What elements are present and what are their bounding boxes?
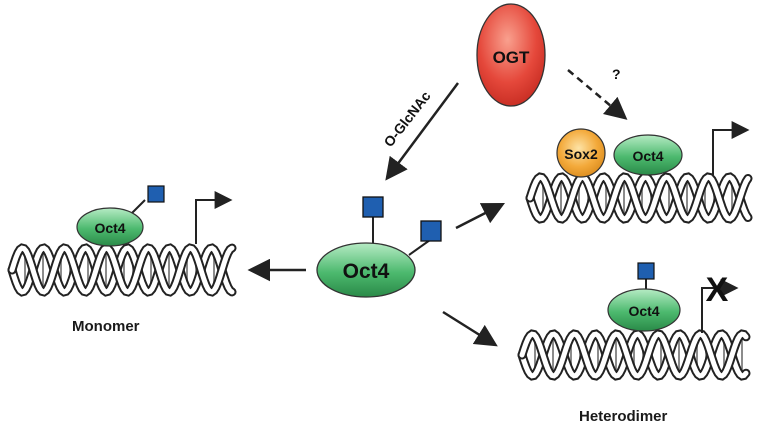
dna-helix-heterodimer [525, 172, 753, 224]
question-mark: ? [612, 66, 621, 82]
ogt-enzyme: OGT [476, 3, 546, 107]
o-glcnac-arrow [385, 82, 460, 181]
sox2-partner: Sox2 [556, 128, 606, 178]
tss-arrow-heterodimer [712, 121, 750, 175]
o-glcnac-label: O-GlcNAc [380, 88, 433, 150]
tss-arrow-blocked [701, 279, 739, 333]
dna-strand-a [9, 245, 235, 295]
o-glcnac-square [362, 196, 384, 218]
svg-text:Oct4: Oct4 [632, 148, 663, 164]
tss-arrow-monomer [195, 191, 233, 244]
svg-text:OGT: OGT [493, 48, 530, 67]
arrow-to-blocked [442, 310, 498, 347]
dna-strand-a [527, 174, 751, 222]
svg-text:Oct4: Oct4 [628, 303, 659, 319]
oct4-central: Oct4 [316, 196, 442, 298]
dna-strand-b [9, 245, 235, 295]
svg-text:Sox2: Sox2 [564, 146, 598, 162]
oct4-blocked: Oct4 [607, 262, 681, 332]
svg-text:Oct4: Oct4 [94, 220, 125, 236]
dna-helix-monomer [7, 243, 237, 297]
o-glcnac-square [420, 220, 442, 242]
blocked-x-mark: X [706, 271, 729, 309]
oct4-monomer: Oct4 [76, 185, 165, 247]
dna-helix-blocked [517, 329, 751, 381]
dashed-question-arrow [567, 69, 628, 120]
caption-heterodimer: Heterodimer [579, 408, 668, 425]
dna-strand-b [527, 174, 751, 222]
caption-monomer: Monomer [72, 318, 140, 335]
o-glcnac-square [637, 262, 655, 280]
o-glcnac-square [147, 185, 165, 203]
dna-strand-b [519, 331, 749, 379]
arrow-to-heterodimer [455, 202, 506, 230]
oct4-heterodimer: Oct4 [613, 134, 683, 176]
svg-text:Oct4: Oct4 [343, 260, 390, 283]
